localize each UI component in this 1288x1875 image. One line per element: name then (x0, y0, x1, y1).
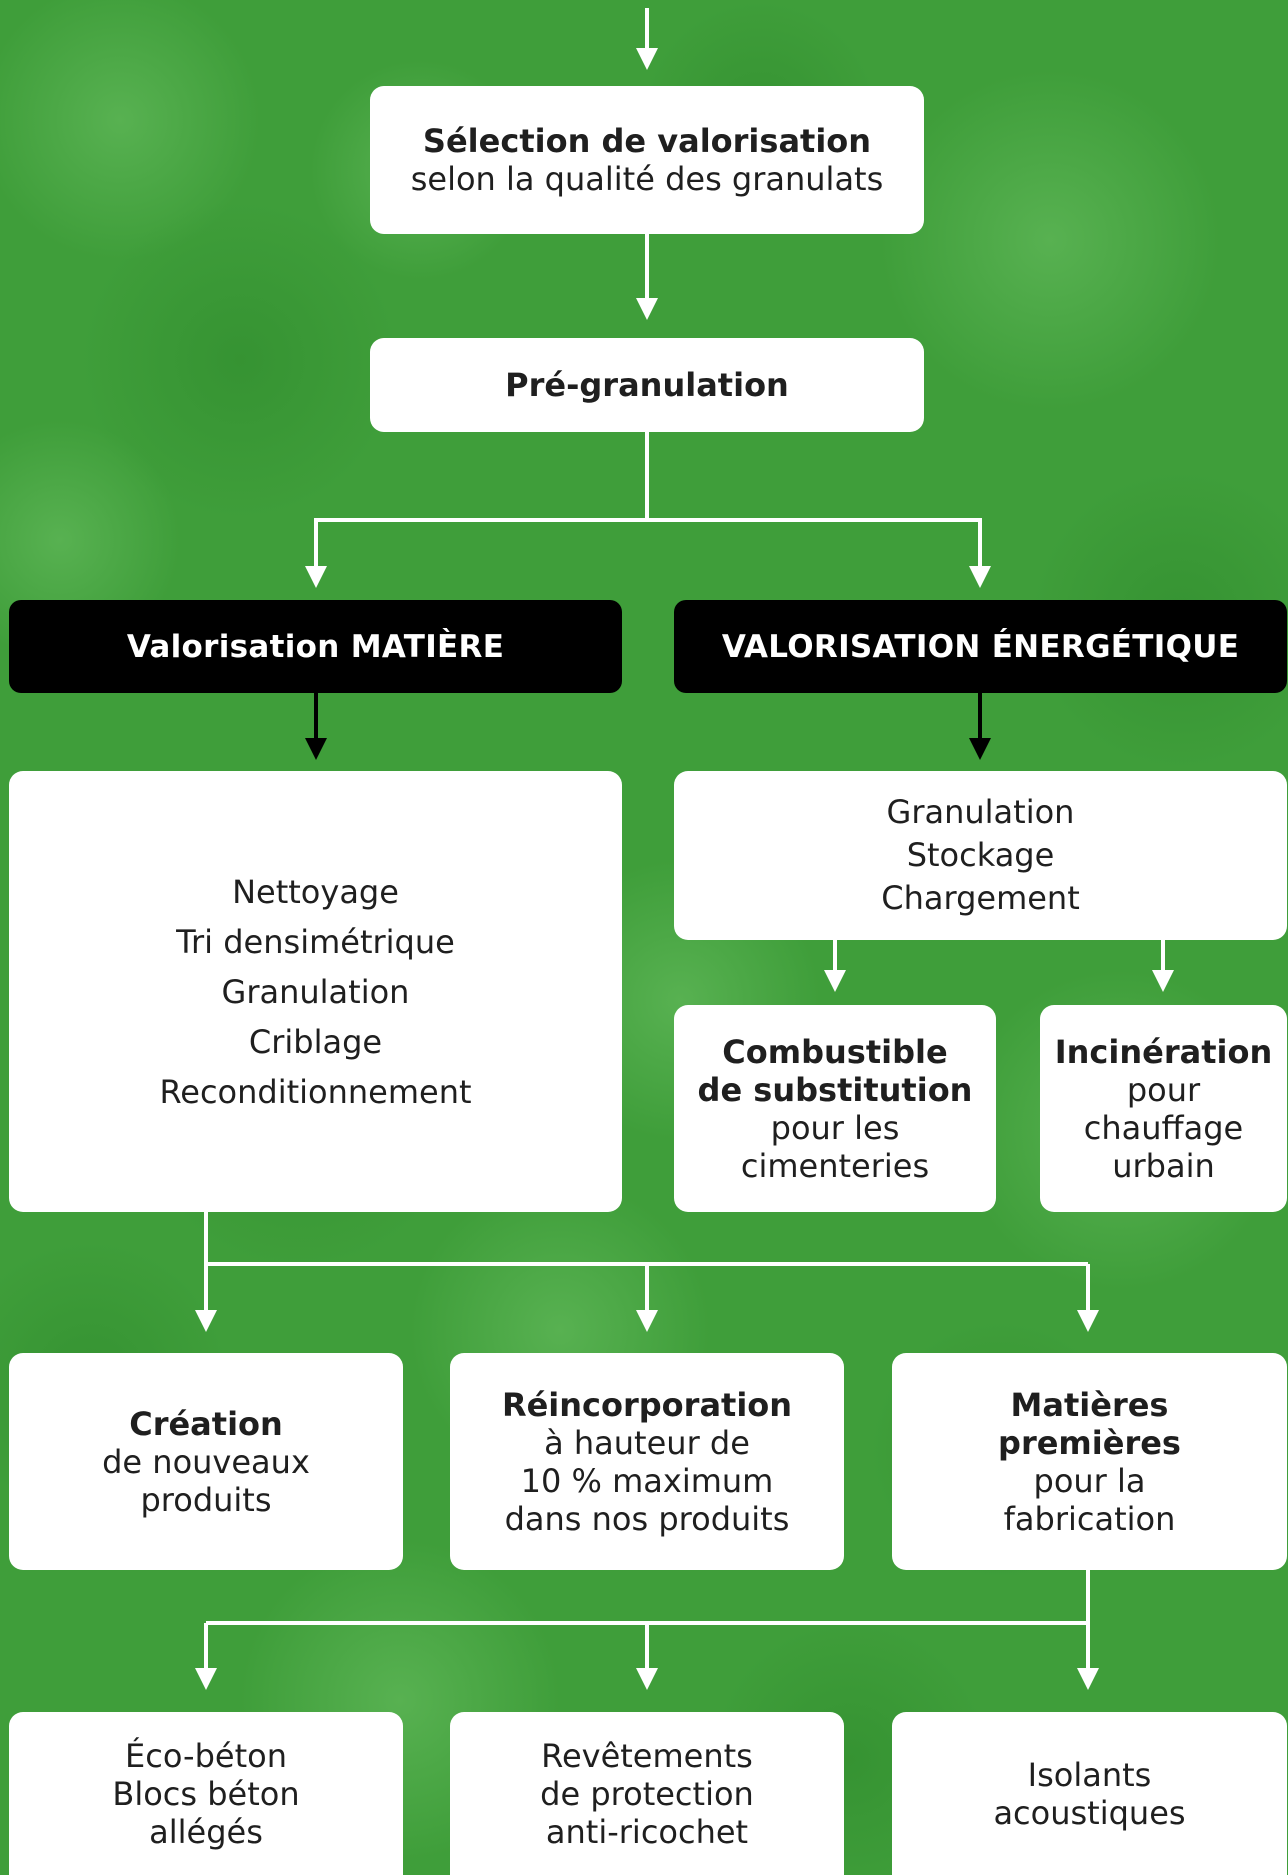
output-text: à hauteur de (544, 1423, 750, 1462)
product-text: Isolants (1027, 1755, 1152, 1794)
output-incineration-box: Incinération pour chauffage urbain (1040, 1005, 1287, 1212)
output-combustible-box: Combustible de substitution pour les cim… (674, 1005, 996, 1212)
header-valorisation-energetique: VALORISATION ÉNERGÉTIQUE (674, 600, 1287, 693)
output-text: produits (140, 1480, 272, 1519)
process-step: Chargement (881, 879, 1080, 917)
product-text: de protection (540, 1774, 754, 1813)
selection-title: Sélection de valorisation (422, 122, 872, 160)
output-text: pour (1126, 1070, 1201, 1109)
header-valorisation-matiere: Valorisation MATIÈRE (9, 600, 622, 693)
output-text: urbain (1112, 1146, 1215, 1185)
process-step: Stockage (906, 836, 1055, 874)
output-text: de nouveaux (102, 1442, 310, 1481)
output-text: dans nos produits (504, 1499, 790, 1538)
product-text: allégés (149, 1812, 263, 1851)
process-step: Tri densimétrique (176, 922, 455, 961)
product-text: Blocs béton (112, 1774, 300, 1813)
header-energetique-label: VALORISATION ÉNERGÉTIQUE (721, 628, 1240, 665)
output-text: 10 % maximum (520, 1461, 774, 1500)
output-title: Matières (1010, 1385, 1169, 1424)
output-title: Réincorporation (501, 1385, 793, 1424)
product-isolants-box: Isolants acoustiques (892, 1712, 1287, 1875)
process-step: Nettoyage (232, 872, 399, 911)
pregranulation-box: Pré-granulation (370, 338, 924, 432)
output-title: Création (129, 1404, 283, 1443)
product-text: Éco-béton (125, 1736, 287, 1775)
output-text: cimenteries (740, 1146, 930, 1185)
output-title: de substitution (697, 1070, 973, 1109)
pregranulation-title: Pré-granulation (505, 366, 789, 404)
output-reincorporation-box: Réincorporation à hauteur de 10 % maximu… (450, 1353, 844, 1570)
output-title: premières (998, 1423, 1181, 1462)
process-step: Criblage (248, 1022, 383, 1061)
header-matiere-label: Valorisation MATIÈRE (126, 628, 505, 665)
product-text: Revêtements (541, 1736, 753, 1775)
product-text: anti-ricochet (545, 1812, 749, 1851)
output-text: fabrication (1003, 1499, 1176, 1538)
output-text: chauffage (1083, 1108, 1244, 1147)
product-revetements-box: Revêtements de protection anti-ricochet (450, 1712, 844, 1875)
selection-subtitle: selon la qualité des granulats (410, 160, 884, 198)
output-title: Combustible (722, 1032, 948, 1071)
process-step: Granulation (221, 972, 410, 1011)
energetique-process-box: Granulation Stockage Chargement (674, 771, 1287, 940)
process-step: Reconditionnement (159, 1072, 472, 1111)
output-creation-box: Création de nouveaux produits (9, 1353, 403, 1570)
output-matieres-premieres-box: Matières premières pour la fabrication (892, 1353, 1287, 1570)
output-text: pour la (1033, 1461, 1146, 1500)
product-eco-beton-box: Éco-béton Blocs béton allégés (9, 1712, 403, 1875)
output-text: pour les (770, 1108, 900, 1147)
matiere-process-box: Nettoyage Tri densimétrique Granulation … (9, 771, 622, 1212)
output-title: Incinération (1054, 1032, 1273, 1071)
process-step: Granulation (886, 793, 1075, 831)
product-text: acoustiques (993, 1793, 1186, 1832)
selection-box: Sélection de valorisation selon la quali… (370, 86, 924, 234)
